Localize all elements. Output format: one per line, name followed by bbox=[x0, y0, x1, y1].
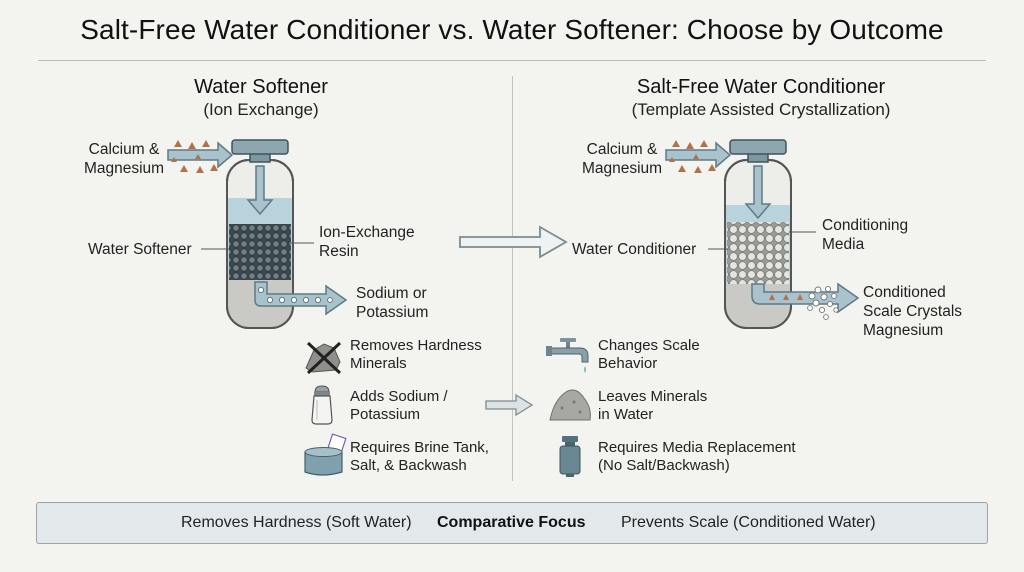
scale-crystals bbox=[807, 285, 839, 320]
conditioner-heading: Salt-Free Water Conditioner bbox=[636, 76, 886, 98]
conditioner-mineral-particles bbox=[669, 140, 716, 173]
footer-left-text: Removes Hardness (Soft Water) bbox=[181, 514, 412, 531]
softener-subheading: (Ion Exchange) bbox=[203, 100, 319, 119]
filter-cartridge-icon bbox=[559, 436, 581, 477]
footer-right-text: Prevents Scale (Conditioned Water) bbox=[621, 514, 876, 531]
softener-inlet-arrow bbox=[167, 141, 234, 169]
softener-inlet-label: Calcium &Magnesium bbox=[83, 141, 165, 177]
footer-center-text: Comparative Focus bbox=[437, 514, 586, 531]
softener-outlet-arrow bbox=[254, 281, 348, 316]
conditioner-outlet-arrow bbox=[751, 282, 860, 320]
conditioner-subheading: (Template Assisted Crystallization) bbox=[631, 100, 891, 119]
conditioner-inlet-label: Calcium &Magnesium bbox=[581, 141, 663, 177]
mineral-pile-icon bbox=[549, 389, 591, 421]
title-divider bbox=[38, 60, 986, 61]
page-title: Salt-Free Water Conditioner vs. Water So… bbox=[80, 14, 944, 45]
softener-feature-label: Requires Brine Tank,Salt, & Backwash bbox=[350, 439, 489, 474]
crossed-out-minerals-icon bbox=[305, 341, 342, 375]
softener-feature-label: Adds Sodium /Potassium bbox=[350, 388, 448, 423]
conditioner-tank bbox=[724, 139, 792, 329]
faucet-icon bbox=[546, 338, 589, 373]
conditioner-inlet-arrow bbox=[665, 141, 732, 169]
softener-heading: Water Softener bbox=[194, 76, 328, 98]
feature-comparison-arrow bbox=[485, 393, 534, 417]
conditioner-tank-label: Water Conditioner bbox=[572, 241, 697, 258]
conditioner-feature-label: Requires Media Replacement(No Salt/Backw… bbox=[598, 439, 796, 474]
footer-bar: Removes Hardness (Soft Water) Comparativ… bbox=[36, 502, 988, 544]
softener-mineral-particles bbox=[171, 140, 218, 173]
comparison-arrow bbox=[459, 225, 568, 259]
center-divider bbox=[512, 76, 513, 481]
brine-tank-icon bbox=[304, 433, 347, 476]
salt-shaker-icon bbox=[311, 385, 333, 425]
softener-tank-label: Water Softener bbox=[88, 241, 192, 258]
